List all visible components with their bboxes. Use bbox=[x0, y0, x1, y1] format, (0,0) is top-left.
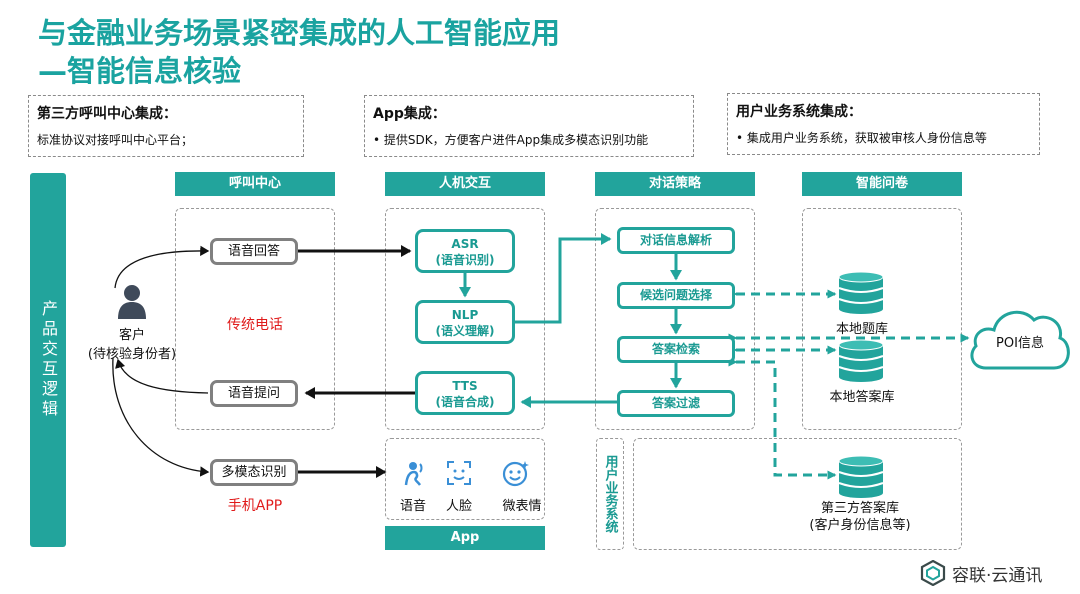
face-scan-icon bbox=[446, 460, 472, 486]
title-line-1: 与金融业务场景紧密集成的人工智能应用 bbox=[38, 16, 561, 50]
voice-answer-box: 语音回答 bbox=[210, 238, 298, 265]
arrow-nlp-to-parse bbox=[515, 233, 612, 324]
traditional-phone-label: 传统电话 bbox=[227, 317, 283, 333]
customer-label-line-1: 客户 bbox=[118, 328, 145, 343]
micro-expression-label: 微表情 bbox=[502, 499, 542, 514]
info-box-user-system: 用户业务系统集成： • 集成用户业务系统，获取被审核人身份信息等 bbox=[727, 93, 1040, 155]
answer-bank-label: 本地答案库 bbox=[829, 390, 895, 405]
column-header-strategy: 对话策略 bbox=[595, 172, 755, 196]
left-side-bar-label: 产品交互逻辑 bbox=[39, 300, 58, 420]
multimodal-box: 多模态识别 bbox=[210, 459, 298, 486]
tts-title: TTS bbox=[452, 379, 478, 393]
nlp-title: NLP bbox=[451, 308, 479, 322]
brand-logo-text: 容联·云通讯 bbox=[952, 565, 1043, 586]
candidate-question-box: 候选问题选择 bbox=[617, 282, 735, 309]
tts-subtitle: (语音合成) bbox=[435, 395, 495, 409]
column-header-questionnaire: 智能问卷 bbox=[802, 172, 962, 196]
nlp-subtitle: (语义理解) bbox=[435, 324, 495, 338]
third-party-label-line-1: 第三方答案库 bbox=[820, 501, 899, 516]
column-header-call-center: 呼叫中心 bbox=[175, 172, 335, 196]
info-box-app: App集成： • 提供SDK，方便客户进件App集成多模态识别功能 bbox=[364, 95, 694, 157]
tts-box: TTS (语音合成) bbox=[415, 371, 515, 415]
micro-expression-icon bbox=[502, 459, 530, 487]
page-title: 与金融业务场景紧密集成的人工智能应用 —智能信息核验 bbox=[38, 14, 560, 90]
third-party-label-line-2: (客户身份信息等) bbox=[809, 518, 911, 533]
info-heading: 第三方呼叫中心集成： bbox=[37, 106, 177, 122]
info-box-call-center: 第三方呼叫中心集成： 标准协议对接呼叫中心平台； bbox=[28, 95, 304, 157]
info-heading: App集成： bbox=[373, 106, 446, 122]
info-heading: 用户业务系统集成： bbox=[736, 104, 862, 120]
face-label: 人脸 bbox=[445, 499, 472, 514]
title-line-2: —智能信息核验 bbox=[38, 54, 242, 88]
app-bar: App bbox=[385, 526, 545, 550]
column-header-hci: 人机交互 bbox=[385, 172, 545, 196]
user-system-label: 用户业务系统 bbox=[602, 455, 618, 533]
asr-box: ASR (语音识别) bbox=[415, 229, 515, 273]
poi-label: POI信息 bbox=[996, 336, 1044, 351]
left-side-bar: 产品交互逻辑 bbox=[30, 173, 66, 547]
poi-cloud: POI信息 bbox=[966, 298, 1074, 378]
asr-title: ASR bbox=[451, 237, 479, 251]
curve-customer-to-answer bbox=[114, 245, 210, 289]
question-bank-label: 本地题库 bbox=[835, 322, 888, 337]
brand-logo: 容联·云通讯 bbox=[920, 560, 1080, 586]
mobile-app-label: 手机APP bbox=[227, 498, 283, 514]
customer-person-icon bbox=[117, 284, 147, 320]
user-system-tag: 用户业务系统 bbox=[596, 438, 624, 550]
asr-subtitle: (语音识别) bbox=[435, 253, 495, 267]
voice-ask-box: 语音提问 bbox=[210, 380, 298, 407]
answer-filter-box: 答案过滤 bbox=[617, 390, 735, 417]
hexagon-logo-icon bbox=[920, 560, 946, 586]
info-body: • 提供SDK，方便客户进件App集成多模态识别功能 bbox=[373, 133, 649, 147]
nlp-box: NLP (语义理解) bbox=[415, 300, 515, 344]
dialog-parse-box: 对话信息解析 bbox=[617, 227, 735, 254]
curve-customer-to-multimodal bbox=[112, 357, 210, 477]
answer-retrieve-box: 答案检索 bbox=[617, 336, 735, 363]
dashed-retrieve-to-third-party bbox=[728, 357, 837, 480]
voice-label: 语音 bbox=[399, 499, 426, 514]
customer-label-line-2: (待核验身份者) bbox=[87, 347, 177, 362]
cloud-icon bbox=[970, 310, 1070, 370]
third-party-label: 第三方答案库 (客户身份信息等) bbox=[780, 500, 940, 534]
info-body: • 集成用户业务系统，获取被审核人身份信息等 bbox=[736, 131, 987, 145]
voice-icon bbox=[398, 458, 428, 488]
info-body: 标准协议对接呼叫中心平台； bbox=[37, 133, 194, 147]
customer-label: 客户 (待核验身份者) bbox=[62, 324, 202, 362]
curve-ask-to-customer bbox=[115, 358, 209, 394]
